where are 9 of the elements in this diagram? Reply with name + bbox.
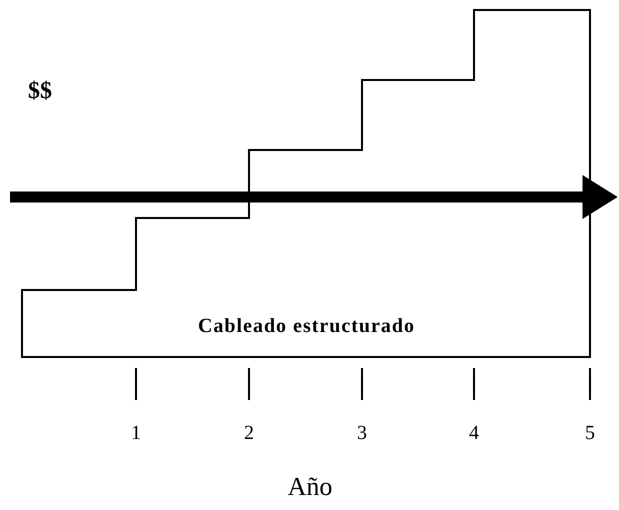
axis-title: Año bbox=[288, 472, 332, 501]
area-label: Cableado estructurado bbox=[196, 315, 416, 338]
currency-label: $$ bbox=[28, 78, 52, 104]
tick-label: 4 bbox=[469, 422, 479, 444]
staircase-shape bbox=[22, 10, 591, 358]
tick-label: 1 bbox=[131, 422, 141, 444]
tick-label: 2 bbox=[244, 422, 254, 444]
tick-label: 5 bbox=[585, 422, 595, 444]
tick-label: 3 bbox=[357, 422, 367, 444]
